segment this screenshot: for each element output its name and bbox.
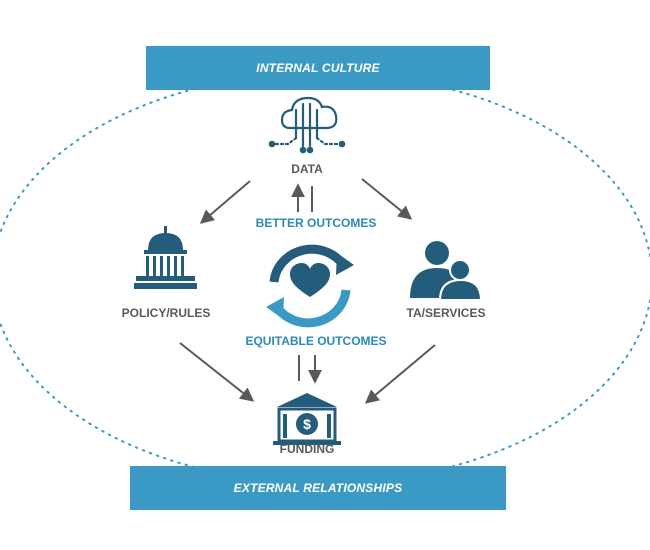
heart-cycle-icon [266, 244, 354, 328]
ta-services-label: TA/SERVICES [406, 306, 486, 320]
arrow-data-to-services [361, 178, 413, 220]
data-label: DATA [291, 162, 323, 176]
policy-rules-label: POLICY/RULES [121, 306, 211, 320]
internal-culture-banner: INTERNAL CULTURE [146, 46, 490, 90]
equitable-outcomes-label: EQUITABLE OUTCOMES [245, 334, 387, 348]
arrow-data-to-policy [199, 180, 251, 224]
capitol-building-icon [134, 226, 197, 289]
svg-text:$: $ [303, 416, 311, 432]
people-icon [410, 241, 483, 301]
bank-dollar-icon: $ [273, 393, 341, 445]
external-relationships-banner: EXTERNAL RELATIONSHIPS [130, 466, 506, 510]
better-outcomes-label: BETTER OUTCOMES [255, 216, 377, 230]
funding-label: FUNDING [279, 442, 335, 456]
internal-culture-label: INTERNAL CULTURE [256, 61, 380, 75]
external-relationships-label: EXTERNAL RELATIONSHIPS [233, 481, 403, 495]
cloud-data-icon [268, 96, 346, 154]
arrow-policy-to-funding [179, 342, 255, 402]
arrow-services-to-funding [364, 344, 436, 404]
